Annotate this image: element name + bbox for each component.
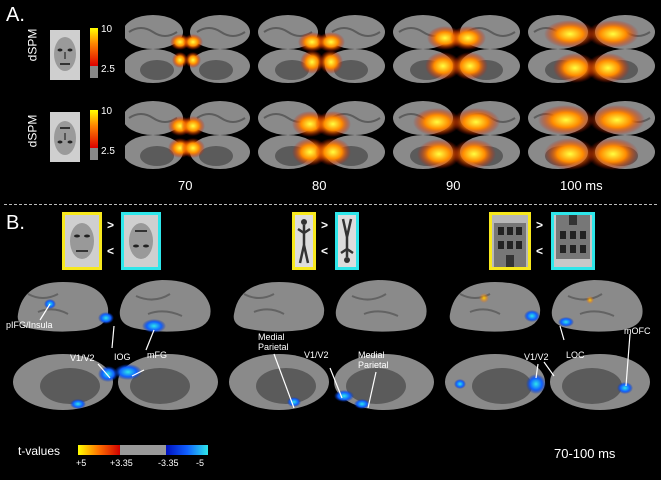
time-label-80: 80 <box>312 178 327 193</box>
time-label-100: 100 ms <box>560 178 603 193</box>
colorbar-min-row2: 2.5 <box>101 146 115 157</box>
panel-divider <box>4 204 657 205</box>
label-mfg: mFG <box>147 350 167 360</box>
colorbar-max-row2: 10 <box>101 106 113 117</box>
panel-b-letter: B. <box>6 212 25 234</box>
label-iog: IOG <box>114 352 131 362</box>
tvalues-colorbar <box>78 445 208 455</box>
colorbar-max-row1: 10 <box>101 24 113 35</box>
comparison-2-greater: > <box>321 218 329 232</box>
label-pifg-insula: pIFG/Insula <box>6 320 53 330</box>
comparison-3-less: < <box>536 244 544 258</box>
body-upright-stimulus-box <box>292 212 316 270</box>
label-v1v2-bodies: V1/V2 <box>304 350 329 360</box>
dspm-label-row1: dSPM <box>25 28 40 62</box>
comparison-1-greater: > <box>107 218 115 232</box>
tvalues-tick-minus5: -5 <box>196 458 205 468</box>
time-window-label: 70-100 ms <box>554 446 616 461</box>
face-upright-stimulus-box <box>62 212 102 270</box>
panel-b-brain-grid <box>4 274 661 434</box>
time-label-70: 70 <box>178 178 193 193</box>
colorbar-row2 <box>90 110 98 160</box>
label-v1v2-houses: V1/V2 <box>524 352 549 362</box>
tvalues-tick-minus335: -3.35 <box>158 458 179 468</box>
panel-a-brain-grid <box>125 8 655 174</box>
label-v1v2-faces: V1/V2 <box>70 353 95 363</box>
face-inverted-stimulus-box <box>121 212 161 270</box>
body-inverted-stimulus-box <box>335 212 359 270</box>
label-mofc: mOFC <box>624 326 651 336</box>
label-medial-parietal-1: Medial Parietal <box>258 332 289 352</box>
house-upright-stimulus-box <box>489 212 531 270</box>
dspm-label-row2: dSPM <box>25 114 40 148</box>
label-medial-parietal-2: Medial Parietal <box>358 350 389 370</box>
tvalues-tick-plus335: +3.35 <box>110 458 133 468</box>
comparison-2-less: < <box>321 244 329 258</box>
comparison-3-greater: > <box>536 218 544 232</box>
colorbar-row1 <box>90 28 98 78</box>
label-loc: LOC <box>566 350 585 360</box>
panel-a-letter: A. <box>6 4 25 26</box>
comparison-1-less: < <box>107 244 115 258</box>
tvalues-tick-plus5: +5 <box>76 458 87 468</box>
colorbar-min-row1: 2.5 <box>101 64 115 75</box>
time-label-90: 90 <box>446 178 461 193</box>
tvalues-title: t-values <box>18 444 61 458</box>
house-inverted-stimulus-box <box>551 212 595 270</box>
upright-face-stimulus <box>50 30 80 80</box>
inverted-face-stimulus <box>50 112 80 162</box>
